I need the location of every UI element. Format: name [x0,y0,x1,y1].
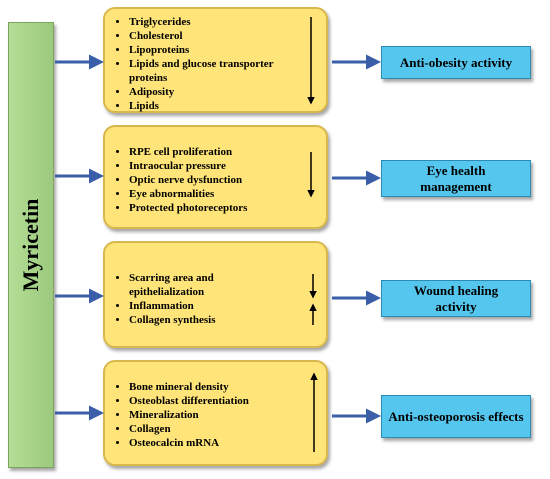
effect-item: Protected photoreceptors [129,201,326,215]
effect-item: Optic nerve dysfunction [129,173,326,187]
effect-item: Collagen synthesis [129,313,326,327]
effect-item: RPE cell proliferation [129,145,326,159]
effect-item: Mineralization [129,408,326,422]
effect-item: Cholesterol [129,29,326,43]
effect-item: Lipids and glucose transporter proteins [129,57,326,85]
effect-item: Intraocular pressure [129,159,326,173]
effect-item: Lipoproteins [129,43,326,57]
myricetin-bar: Myricetin [8,22,54,468]
effects-box-wound: Scarring area and epithelialization Infl… [103,241,328,348]
outcome-wound-healing: Wound healing activity [381,280,531,317]
effects-box-obesity: Triglycerides Cholesterol Lipoproteins L… [103,7,328,113]
effects-to-outcome-arrows [332,54,381,424]
effect-item: Osteoblast differentiation [129,394,326,408]
outcome-anti-osteoporosis: Anti-osteoporosis effects [381,395,531,438]
effects-list-wound: Scarring area and epithelialization Infl… [105,271,326,327]
effect-item: Eye abnormalities [129,187,326,201]
outcome-label: Wound healing activity [413,282,499,314]
effects-box-osteoporosis: Bone mineral density Osteoblast differen… [103,360,328,466]
effect-item: Adiposity [129,85,326,99]
trend-arrows [307,17,318,452]
effects-list-obesity: Triglycerides Cholesterol Lipoproteins L… [105,15,326,113]
effect-item: Osteocalcin mRNA [129,436,326,450]
outcome-label: Eye health management [420,162,492,194]
effect-item: Collagen [129,422,326,436]
effect-item: Inflammation [129,299,326,313]
effects-box-eye: RPE cell proliferation Intraocular press… [103,125,328,229]
outcome-anti-obesity: Anti-obesity activity [381,46,531,79]
outcome-label: Anti-osteoporosis effects [388,408,524,424]
effects-list-eye: RPE cell proliferation Intraocular press… [105,145,326,215]
bar-to-effects-arrows [55,54,104,421]
effect-item: Lipids [129,99,326,113]
effects-list-osteoporosis: Bone mineral density Osteoblast differen… [105,380,326,450]
effect-item: Bone mineral density [129,380,326,394]
outcome-eye-health: Eye health management [381,160,531,197]
effect-item: Triglycerides [129,15,326,29]
effect-item: Scarring area and epithelialization [129,271,326,299]
outcome-label: Anti-obesity activity [399,54,513,70]
